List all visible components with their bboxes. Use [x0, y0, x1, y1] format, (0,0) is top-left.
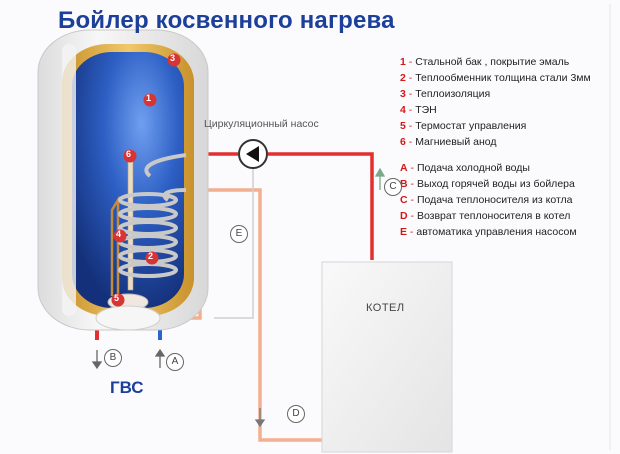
legend-flow-text: Выход горячей воды из бойлера	[416, 178, 575, 190]
legend-flow-d: D - Возврат теплоносителя в котел	[400, 210, 571, 222]
heat-exchanger-coil	[118, 153, 187, 278]
legend-part-text: Теплоизоляция	[415, 88, 491, 100]
legend-flow-key: A	[400, 162, 408, 174]
flow-marker-e: E	[230, 225, 248, 243]
legend-part-1: 1 - Стальной бак , покрытие эмаль	[400, 56, 570, 68]
legend-part-4: 4 - ТЭН	[400, 104, 437, 116]
legend-part-2: 2 - Теплообменник толщина стали 3мм	[400, 72, 591, 84]
part-number-3: 3	[170, 53, 176, 63]
part-marker-3	[167, 53, 181, 67]
part-marker-4	[113, 229, 127, 243]
flow-arrow-d	[254, 408, 266, 428]
circulation-pump	[238, 139, 268, 169]
automation-line	[214, 168, 254, 319]
heating-element	[110, 195, 120, 296]
legend-part-text: ТЭН	[415, 104, 437, 116]
legend-part-key: 6	[400, 136, 406, 148]
legend-part-key: 1	[400, 56, 406, 68]
legend-part-text: Магниевый анод	[415, 136, 497, 148]
tank-bottom-cover	[95, 305, 161, 331]
legend-flow-e: E - автоматика управления насосом	[400, 226, 577, 238]
tank-cutaway-rim	[62, 44, 76, 316]
legend-flow-key: B	[400, 178, 408, 190]
flow-marker-c: C	[384, 178, 402, 196]
flow-arrow-b	[91, 350, 103, 370]
legend-part-key: 5	[400, 120, 406, 132]
part-number-5: 5	[114, 293, 120, 303]
part-marker-5	[111, 293, 125, 307]
legend-flow-key: E	[400, 226, 408, 238]
legend-flow-text: автоматика управления насосом	[416, 226, 577, 238]
flow-marker-a: A	[166, 353, 184, 371]
legend-flow-key: C	[400, 194, 408, 206]
part-number-2: 2	[148, 251, 154, 261]
flow-marker-d: D	[287, 405, 305, 423]
legend-part-key: 3	[400, 88, 406, 100]
legend-flow-b: B - Выход горячей воды из бойлера	[400, 178, 575, 190]
legend-part-3: 3 - Теплоизоляция	[400, 88, 491, 100]
legend-part-6: 6 - Магниевый анод	[400, 136, 497, 148]
pump-label: Циркуляционный насос	[204, 118, 319, 130]
part-marker-1	[143, 93, 157, 107]
legend-part-text: Термостат управления	[415, 120, 527, 132]
legend-flow-key: D	[400, 210, 408, 222]
part-number-4: 4	[116, 229, 122, 239]
boiler-box	[321, 261, 453, 453]
legend-part-text: Теплообменник толщина стали 3мм	[415, 72, 591, 84]
legend-part-text: Стальной бак , покрытие эмаль	[415, 56, 570, 68]
boiler-label: КОТЕЛ	[366, 302, 405, 314]
part-marker-2	[145, 251, 159, 265]
page-title: Бойлер косвенного нагрева	[58, 7, 395, 34]
part-number-1: 1	[146, 93, 152, 103]
legend-flow-text: Подача теплоносителя из котла	[416, 194, 573, 206]
legend-part-5: 5 - Термостат управления	[400, 120, 527, 132]
legend-flow-a: A - Подача холодной воды	[400, 162, 530, 174]
legend-flow-text: Подача холодной воды	[416, 162, 530, 174]
legend-part-key: 2	[400, 72, 406, 84]
legend-part-key: 4	[400, 104, 406, 116]
legend-flow-c: C - Подача теплоносителя из котла	[400, 194, 573, 206]
part-marker-6	[123, 149, 137, 163]
hot-supply-pipe	[188, 152, 374, 260]
flow-arrow-c	[374, 167, 386, 190]
legend-flow-text: Возврат теплоносителя в котел	[416, 210, 571, 222]
flow-marker-b: B	[104, 349, 122, 367]
hot-water-supply-label: ГВС	[110, 378, 144, 397]
flow-arrow-a	[154, 348, 166, 368]
part-number-6: 6	[126, 149, 132, 159]
